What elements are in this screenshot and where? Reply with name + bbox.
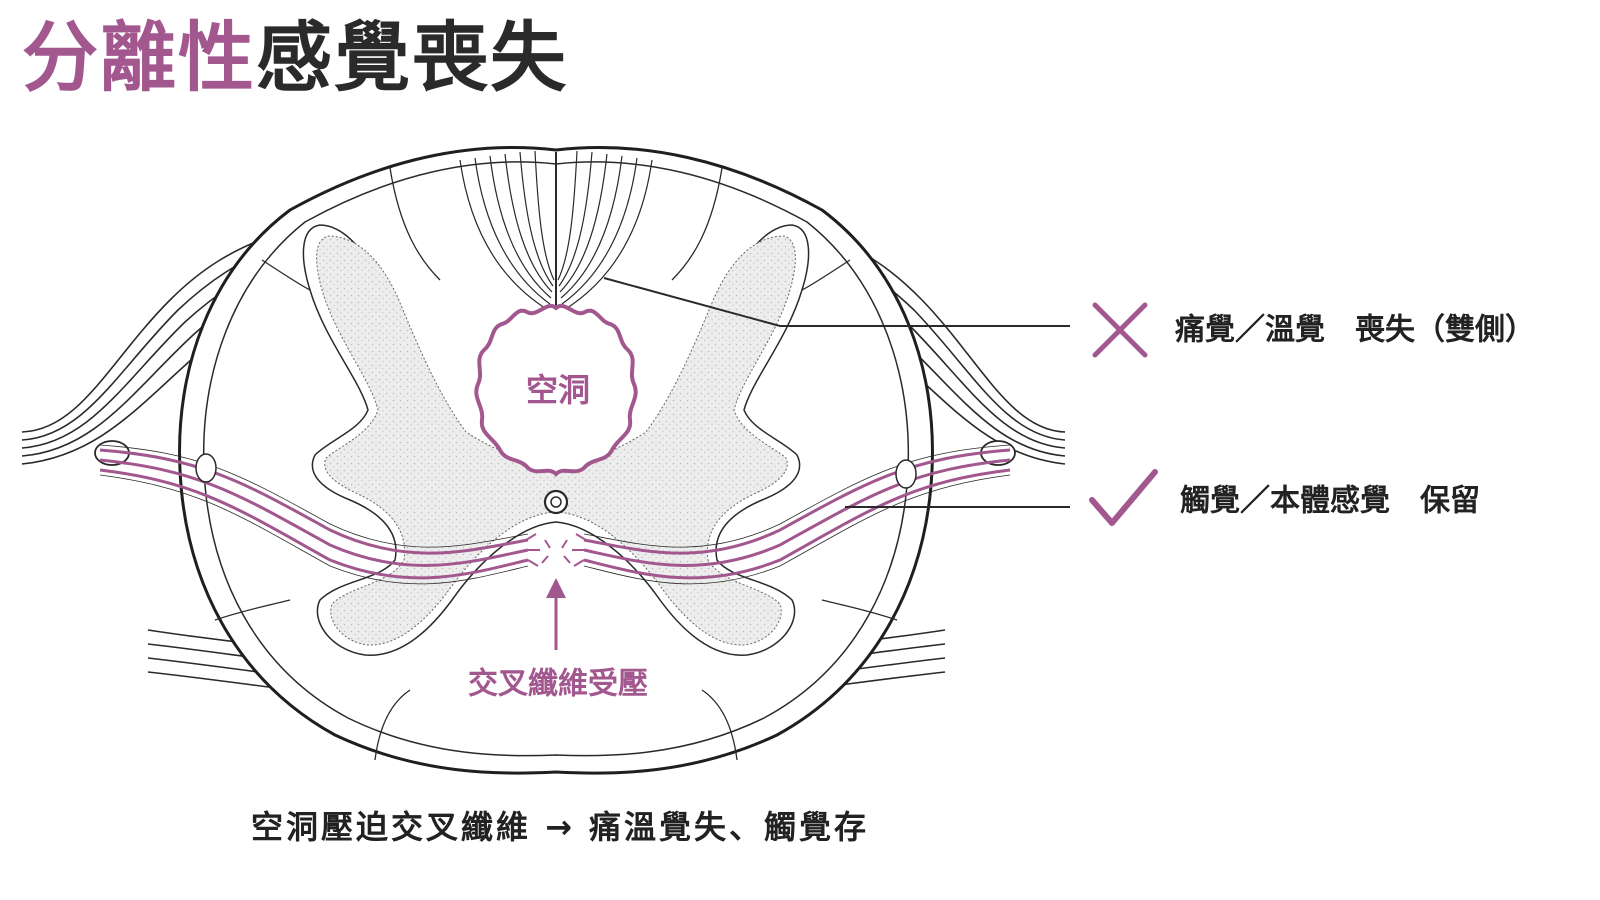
- cross-icon: [1092, 302, 1148, 358]
- crossing-fibers: [99, 448, 1011, 580]
- white-matter-segment-lines: [214, 167, 898, 761]
- bottom-caption: 空洞壓迫交叉纖維 → 痛溫覺失、觸覺存: [250, 808, 870, 846]
- central-canal: [543, 489, 569, 515]
- page-title: 分離性感覺喪失: [22, 14, 568, 101]
- syrinx-label: 空洞: [526, 371, 590, 409]
- decussation-label: 交叉纖維受壓: [468, 667, 648, 702]
- pia-mater-line: [202, 161, 910, 757]
- check-icon: [1089, 469, 1158, 526]
- gray-matter: [316, 235, 796, 646]
- touch-proprio-preserved-label: 觸覺／本體感覺 保留: [1180, 484, 1480, 519]
- pain-temp-lost-label: 痛覺／溫覺 喪失（雙側）: [1175, 313, 1535, 348]
- broken-fiber-ends: [525, 533, 587, 567]
- title-rest: 感覺喪失: [256, 13, 568, 102]
- crossing-fiber-outlines: [99, 444, 1011, 585]
- dorsal-columns: [459, 150, 653, 320]
- leader-lines: [603, 277, 1070, 508]
- fiber-nodules: [195, 453, 917, 489]
- compression-arrow: [546, 578, 566, 650]
- syrinx-cavity: [474, 304, 638, 477]
- title-accent: 分離性: [22, 13, 256, 102]
